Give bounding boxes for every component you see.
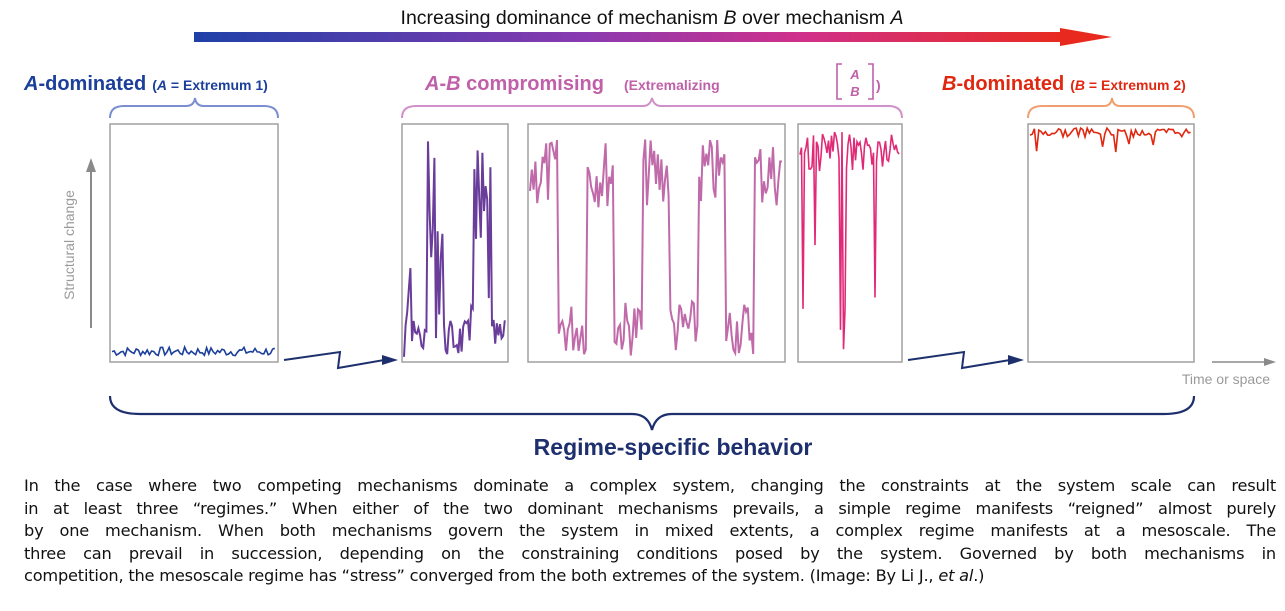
x-axis-label: Time or space bbox=[1182, 371, 1270, 387]
y-axis-label: Structural change bbox=[61, 190, 77, 300]
transition-arrow-1 bbox=[283, 350, 385, 370]
trace-a-dominated bbox=[111, 344, 276, 358]
trace-b-dominated bbox=[1029, 125, 1191, 153]
dominance-arrow-head bbox=[1060, 28, 1112, 46]
caption-line-3: by one mechanism. When both mechanisms g… bbox=[24, 521, 1276, 541]
trace-ab-3 bbox=[799, 131, 900, 350]
caption-line-5: competition, the mesoscale regime has “s… bbox=[24, 566, 985, 586]
brace-b bbox=[1027, 97, 1195, 119]
regime-b-title: B-dominated(B = Extremum 2) bbox=[942, 73, 1186, 95]
trace-ab-1 bbox=[403, 141, 506, 357]
extremalizing-matrix bbox=[836, 63, 874, 100]
dominance-arrow-label: Increasing dominance of mechanism B over… bbox=[401, 7, 904, 29]
bottom-label: Regime-specific behavior bbox=[534, 434, 813, 460]
matrix-close-paren: ) bbox=[876, 77, 881, 93]
caption-line-1: In the case where two competing mechanis… bbox=[24, 476, 1276, 495]
brace-a bbox=[109, 97, 279, 119]
figure-caption: In the case where two competing mechanis… bbox=[24, 475, 1276, 588]
regime-ab-title: A-B compromising(Extremalizing bbox=[424, 73, 720, 95]
dominance-arrow-shaft bbox=[194, 32, 1064, 42]
trace-ab-2 bbox=[529, 139, 783, 357]
panel-b-dominated bbox=[1027, 123, 1195, 363]
panel-ab-2 bbox=[527, 123, 786, 363]
brace-ab bbox=[401, 97, 903, 119]
panel-a-dominated bbox=[109, 123, 279, 363]
bottom-brace bbox=[108, 395, 1196, 431]
x-axis-arrowhead bbox=[1264, 358, 1276, 366]
matrix-top-letter: A bbox=[849, 67, 859, 82]
transition-arrow-2-head bbox=[1008, 355, 1024, 365]
y-axis-arrowhead bbox=[86, 158, 96, 172]
transition-arrow-1-head bbox=[382, 355, 398, 365]
regime-a-title: A-dominated(A = Extremum 1) bbox=[23, 73, 268, 95]
transition-arrow-2 bbox=[907, 350, 1011, 370]
caption-line-4: three can prevail in succession, dependi… bbox=[24, 543, 1276, 563]
regime-diagram: Increasing dominance of mechanism B over… bbox=[23, 7, 1276, 460]
panel-ab-1 bbox=[401, 123, 509, 363]
caption-line-2: in at least three “regimes.” When either… bbox=[24, 498, 1276, 518]
matrix-bottom-letter: B bbox=[850, 84, 859, 99]
panel-ab-3 bbox=[797, 123, 903, 363]
